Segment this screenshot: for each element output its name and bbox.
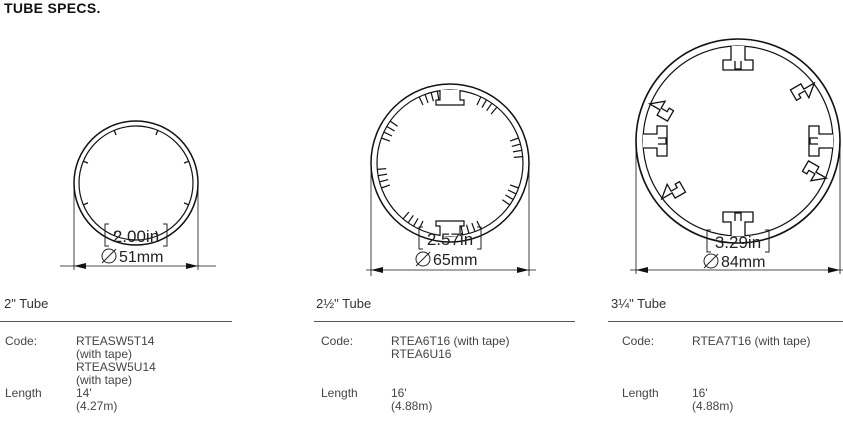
tube-2half-drawing: 2.57in 65mm <box>280 0 560 290</box>
tube-3quarter-length: 16' (4.88m) <box>692 387 733 413</box>
tube-3quarter-length-label: Length <box>622 386 659 400</box>
page-heading: TUBE SPECS. <box>4 0 101 16</box>
divider <box>608 321 843 322</box>
code-line: RTEASW5T14 <box>76 334 155 348</box>
tube-2half-dim-in: 2.57in <box>427 230 473 249</box>
code-line: (with tape) <box>76 373 133 387</box>
diameter-icon <box>703 253 719 269</box>
length-line: (4.27m) <box>76 399 118 413</box>
tube-2in-codes: RTEASW5T14 (with tape) RTEASW5U14 (with … <box>76 335 156 387</box>
tube-2half-length-label: Length <box>321 386 358 400</box>
code-line: RTEA7T16 (with tape) <box>692 334 811 348</box>
tube-2in-dim-mm: 51mm <box>119 249 163 266</box>
tube-2half-dim-mm: 65mm <box>433 252 477 269</box>
tube-2half-code-label: Code: <box>321 334 354 348</box>
diameter-icon <box>101 248 117 264</box>
code-line: RTEA6U16 <box>391 347 452 361</box>
divider <box>0 321 232 322</box>
tube-2in-dim-in: 2.00in <box>113 227 159 246</box>
tube-3quarter-dim-mm: 84mm <box>721 254 765 271</box>
length-line: (4.88m) <box>391 399 433 413</box>
tube-2in-title: 2" Tube <box>4 296 49 311</box>
length-line: 16' <box>692 386 708 400</box>
tube-2in-code-label: Code: <box>5 334 38 348</box>
tube-3quarter-dim-in: 3.29in <box>715 233 761 252</box>
length-line: 16' <box>391 386 407 400</box>
tube-2half-length: 16' (4.88m) <box>391 387 432 413</box>
code-line: RTEASW5U14 <box>76 360 156 374</box>
divider <box>314 321 575 322</box>
tube-2in-drawing: 2.00in 51mm <box>0 0 280 290</box>
tube-2half-codes: RTEA6T16 (with tape) RTEA6U16 <box>391 335 510 361</box>
tube-2half-title: 2½" Tube <box>316 296 372 311</box>
code-line: (with tape) <box>76 347 133 361</box>
tube-2in-length: 14' (4.27m) <box>76 387 117 413</box>
tube-3quarter-codes: RTEA7T16 (with tape) <box>692 335 811 348</box>
code-line: RTEA6T16 (with tape) <box>391 334 510 348</box>
tube-3quarter-code-label: Code: <box>622 334 655 348</box>
length-line: (4.88m) <box>692 399 734 413</box>
tube-3quarter-title: 3¼" Tube <box>611 296 667 311</box>
tube-3quarter-drawing: 3.29in 84mm <box>560 0 843 290</box>
length-line: 14' <box>76 386 92 400</box>
tube-2in-length-label: Length <box>5 386 42 400</box>
diameter-icon <box>415 251 431 267</box>
